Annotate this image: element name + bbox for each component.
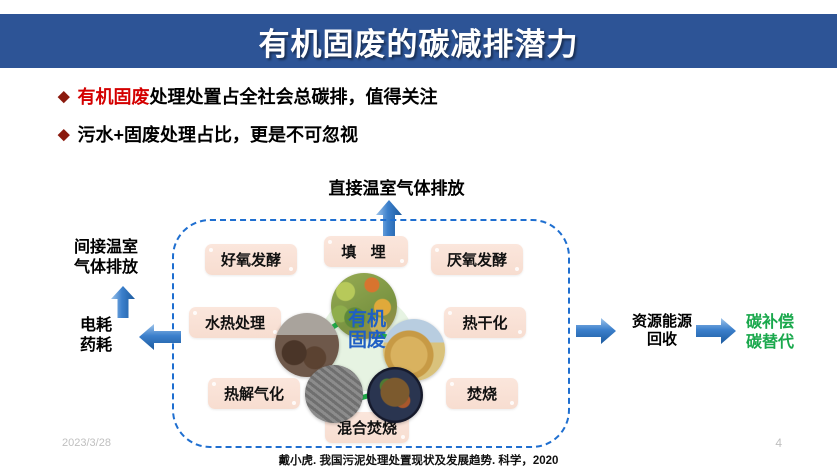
page-title: 有机固废的碳减排潜力 — [258, 26, 579, 62]
bullet-1-text: 处理处置占全社会总碳排，值得关注 — [149, 87, 438, 107]
resource-energy-recovery-label: 资源能源回收 — [631, 313, 692, 349]
indirect-ghg-emission-label: 间接温室气体排放 — [73, 239, 138, 276]
diamond-bullet-icon: ◆ — [58, 125, 70, 143]
arrow-right-icon — [576, 318, 616, 344]
process-chip-incineration[interactable]: 焚烧 — [446, 378, 518, 409]
bullet-item-2: ◆ 污水+固废处理占比，更是不可忽视 — [58, 121, 358, 147]
slide-title-bar: 有机固废的碳减排潜力 — [0, 14, 837, 68]
bullet-item-1: ◆ 有机固废 处理处置占全社会总碳排，值得关注 — [58, 83, 438, 109]
direct-ghg-emission-text: 直接温室气体排放 — [328, 179, 465, 198]
arrow-up-icon — [111, 286, 135, 318]
energy-chemical-consumption-label: 电耗药耗 — [79, 317, 112, 354]
bullet-1-highlight: 有机固废 — [77, 87, 150, 107]
footer-citation: 戴小虎. 我国污泥处理处置现状及发展趋势. 科学，2020 — [278, 455, 559, 467]
center-label-organic-solid-waste: 有机固废 — [347, 309, 386, 352]
process-chip-aerobic-fermentation[interactable]: 好氧发酵 — [205, 244, 297, 275]
process-chip-landfill[interactable]: 填 埋 — [324, 236, 408, 267]
footer-page-number: 4 — [775, 436, 782, 450]
process-chip-thermal-drying[interactable]: 热干化 — [444, 307, 526, 338]
photo-sludge — [305, 365, 363, 423]
footer-date: 2023/3/28 — [62, 437, 111, 449]
bullet-2-text: 污水+固废处理占比，更是不可忽视 — [77, 125, 359, 145]
arrow-up-icon — [376, 200, 402, 236]
diamond-bullet-icon: ◆ — [58, 87, 70, 105]
photo-food-waste — [331, 273, 397, 339]
photo-kitchen-waste — [367, 367, 423, 423]
process-chip-hydrothermal-treatment[interactable]: 水热处理 — [189, 307, 281, 338]
arrow-right-icon — [696, 318, 736, 344]
process-chip-pyrolysis-gasification[interactable]: 热解气化 — [208, 378, 300, 409]
organic-solid-waste-cluster: 有机固废 — [275, 273, 451, 423]
process-chip-anaerobic-fermentation[interactable]: 厌氧发酵 — [431, 244, 523, 275]
direct-ghg-emission-label: 直接温室气体排放 — [0, 174, 837, 199]
arrow-left-icon — [139, 324, 181, 350]
carbon-offset-substitution-label: 碳补偿碳替代 — [745, 314, 794, 351]
